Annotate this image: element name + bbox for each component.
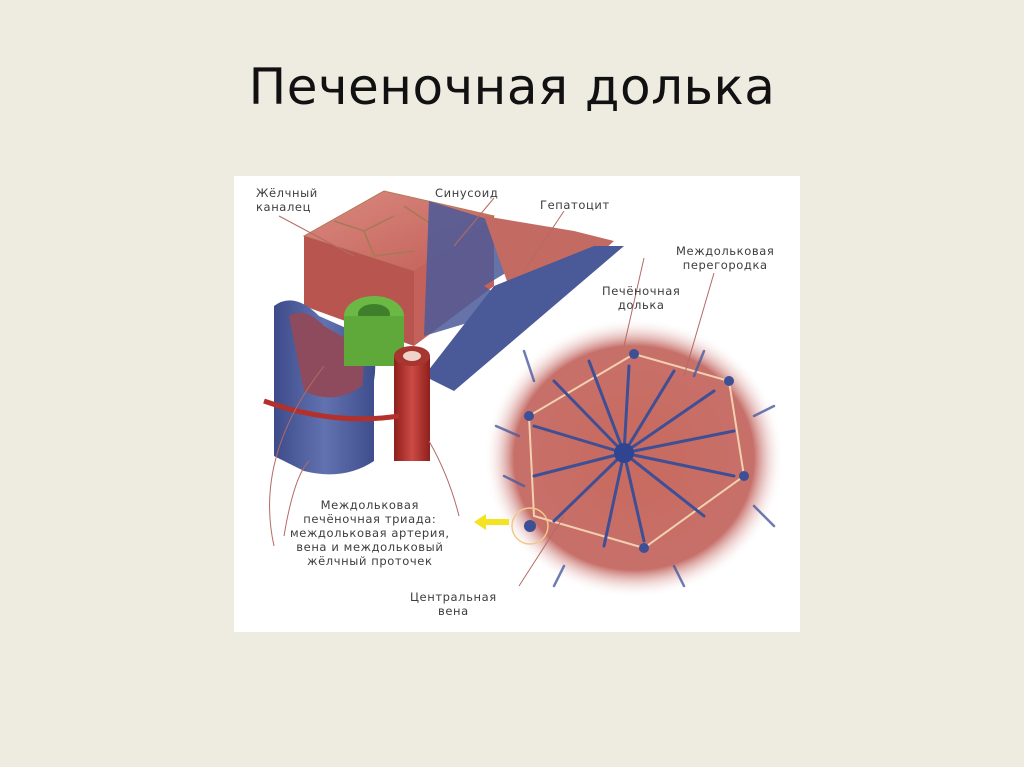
label-line: вена и междольковый xyxy=(296,540,444,554)
label-hepatic-lobule: Печёночная долька xyxy=(602,284,680,312)
portal-triad-3d xyxy=(263,296,430,475)
label-line: Печёночная xyxy=(602,284,681,298)
label-line: Центральная xyxy=(410,590,497,604)
liver-lobule-diagram: Жёлчный каналец Синусоид Гепатоцит Междо… xyxy=(234,176,800,632)
label-line: междольковая артерия, xyxy=(290,526,450,540)
label-sinusoid: Синусоид xyxy=(435,186,499,200)
leader-lines xyxy=(269,197,715,587)
label-line: долька xyxy=(617,298,665,312)
label-line: перегородка xyxy=(682,258,768,272)
label-line: Жёлчный xyxy=(256,186,318,200)
label-central-vein: Центральная вена xyxy=(410,590,497,618)
arrow-icon xyxy=(474,514,509,530)
label-line: Междольковая xyxy=(320,498,420,512)
lobule-cross-section xyxy=(484,318,784,598)
label-interlobular-septum: Междольковая перегородка xyxy=(676,244,774,272)
label-line: вена xyxy=(437,604,469,618)
label-line: жёлчный проточек xyxy=(307,554,433,568)
slide-title: Печеночная долька xyxy=(248,58,776,116)
label-hepatocyte: Гепатоцит xyxy=(540,198,610,212)
diagram-illustration xyxy=(263,190,784,598)
label-line: печёночная триада: xyxy=(303,512,437,526)
label-line: Междольковая xyxy=(676,244,775,258)
label-portal-triad: Междольковая печёночная триада: междольк… xyxy=(290,498,450,568)
label-bile-canaliculus: Жёлчный каналец xyxy=(256,186,318,214)
label-line: каналец xyxy=(256,200,312,214)
